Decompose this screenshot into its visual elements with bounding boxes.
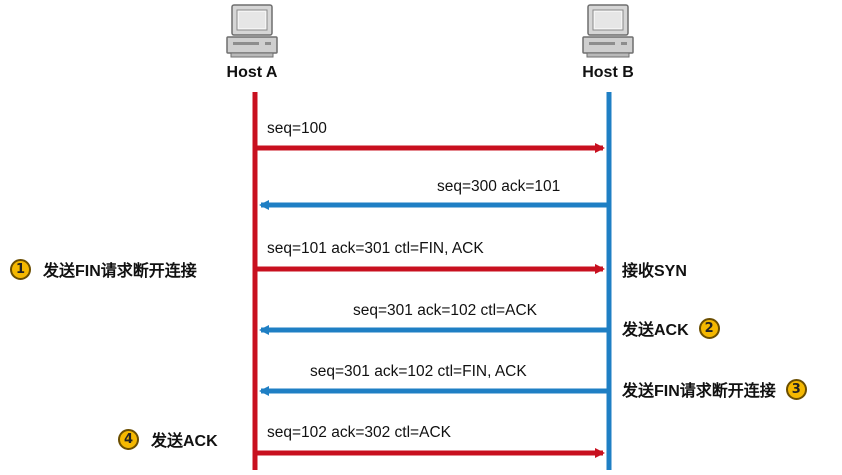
step-4-label: 4 发送ACK	[118, 427, 218, 451]
message-5-text: seq=301 ack=102 ctl=FIN, ACK	[310, 363, 527, 380]
step-2-label: 发送ACK 2	[622, 316, 720, 340]
step-3-badge: 3	[785, 378, 807, 400]
host-a-computer-icon	[226, 4, 278, 58]
step-1-badge: 1	[10, 258, 31, 280]
step-1-text: 发送FIN请求断开连接	[43, 263, 197, 280]
host-a-label: Host A	[226, 64, 278, 81]
step-2-text: 发送ACK	[622, 322, 689, 339]
message-4-text: seq=301 ack=102 ctl=ACK	[353, 302, 537, 319]
step-2-badge: 2	[698, 317, 720, 339]
receive-label-text: 接收SYN	[622, 263, 687, 280]
message-2-text: seq=300 ack=101	[437, 178, 561, 195]
step-3-text: 发送FIN请求断开连接	[622, 383, 776, 400]
message-1-text: seq=100	[267, 120, 327, 137]
step-1-label: 1 发送FIN请求断开连接	[10, 257, 197, 281]
message-3-text: seq=101 ack=301 ctl=FIN, ACK	[267, 240, 484, 257]
host-b-computer-icon	[582, 4, 634, 58]
message-6-text: seq=102 ack=302 ctl=ACK	[267, 424, 451, 441]
receive-label: 接收SYN	[622, 257, 687, 281]
step-3-label: 发送FIN请求断开连接 3	[622, 377, 807, 401]
step-4-text: 发送ACK	[151, 433, 218, 450]
step-4-badge: 4	[118, 428, 139, 450]
host-b-label: Host B	[582, 64, 634, 81]
